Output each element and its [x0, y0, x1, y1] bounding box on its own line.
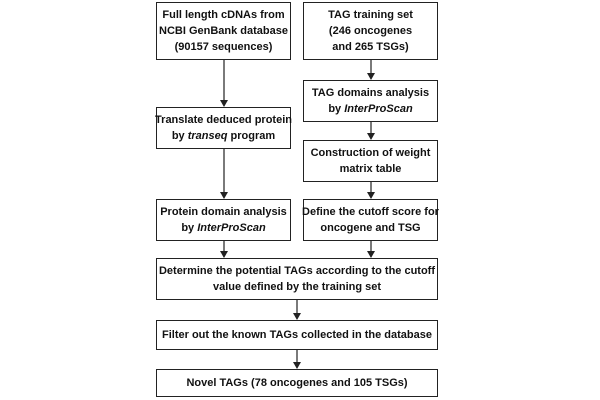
- text-segment: TAG domains analysis: [311, 87, 430, 99]
- text-segment: by: [328, 103, 345, 115]
- box-text-line: (246 oncogenes: [329, 23, 412, 39]
- text-segment: Protein domain analysis: [160, 206, 287, 218]
- box-text-line: Protein domain analysis: [160, 204, 287, 220]
- box-text-line: value defined by the training set: [213, 279, 381, 295]
- box-text-line: Filter out the known TAGs collected in t…: [162, 327, 432, 343]
- box-text-line: NCBI GenBank database: [159, 23, 288, 39]
- protein-domain-analysis-box: Protein domain analysis by InterProScan: [156, 199, 291, 241]
- text-segment: oncogene and TSG: [320, 222, 421, 234]
- box-text-line: matrix table: [340, 161, 402, 177]
- box-text-line: Full length cDNAs from: [162, 7, 284, 23]
- text-segment: Construction of weight: [310, 147, 431, 159]
- box-text-line: TAG training set: [328, 7, 413, 23]
- text-segment: by: [181, 222, 198, 234]
- box-text-line: Determine the potential TAGs according t…: [159, 263, 435, 279]
- box-text-line: TAG domains analysis: [312, 85, 429, 101]
- box-text-line: by transeq program: [172, 128, 275, 144]
- novel-tags-box: Novel TAGs (78 oncogenes and 105 TSGs): [156, 369, 438, 397]
- text-segment: Full length cDNAs from: [162, 9, 285, 21]
- text-segment: matrix table: [339, 163, 402, 175]
- text-segment: by: [171, 130, 188, 142]
- weight-matrix-box: Construction of weight matrix table: [303, 140, 438, 182]
- tag-domain-analysis-box: TAG domains analysis by InterProScan: [303, 80, 438, 122]
- italic-term: InterProScan: [344, 103, 413, 115]
- translate-protein-box: Translate deduced protein by transeq prog…: [155, 107, 292, 149]
- box-text-line: Novel TAGs (78 oncogenes and 105 TSGs): [186, 375, 407, 391]
- box-text-line: Translate deduced protein: [155, 112, 292, 128]
- text-segment: and 265 TSGs): [332, 41, 409, 53]
- italic-term: InterProScan: [197, 222, 266, 234]
- text-segment: Determine the potential TAGs according t…: [158, 265, 436, 277]
- text-segment: (90157 sequences): [174, 41, 273, 53]
- text-segment: program: [227, 130, 276, 142]
- box-text-line: Construction of weight: [311, 145, 431, 161]
- text-segment: NCBI GenBank database: [159, 25, 288, 37]
- box-text-line: and 265 TSGs): [332, 39, 408, 55]
- text-segment: value defined by the training set: [212, 281, 382, 293]
- text-segment: Novel TAGs (78 oncogenes and 105 TSGs): [186, 377, 408, 389]
- text-segment: Define the cutoff score for: [302, 206, 439, 218]
- text-segment: Filter out the known TAGs collected in t…: [162, 329, 432, 341]
- box-text-line: Define the cutoff score for: [302, 204, 439, 220]
- training-set-box: TAG training set (246 oncogenes and 265 TS…: [303, 2, 438, 60]
- determine-potential-tags-box: Determine the potential TAGs according t…: [156, 258, 438, 300]
- box-text-line: by InterProScan: [328, 101, 412, 117]
- box-text-line: oncogene and TSG: [320, 220, 420, 236]
- italic-term: transeq: [187, 130, 228, 142]
- text-segment: Translate deduced protein: [155, 114, 292, 126]
- text-segment: TAG training set: [328, 9, 413, 21]
- box-text-line: (90157 sequences): [175, 39, 273, 55]
- cutoff-score-box: Define the cutoff score for oncogene and …: [302, 199, 439, 241]
- box-text-line: by InterProScan: [181, 220, 265, 236]
- text-segment: (246 oncogenes: [328, 25, 413, 37]
- filter-known-tags-box: Filter out the known TAGs collected in t…: [156, 320, 438, 350]
